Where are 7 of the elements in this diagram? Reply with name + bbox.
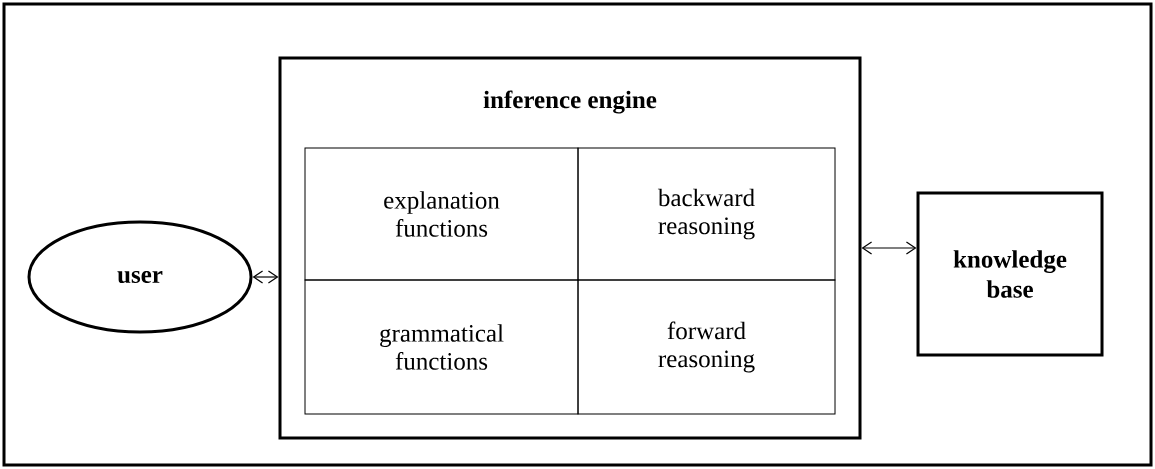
knowledge-box: knowledge base xyxy=(916,191,1104,357)
double-arrow xyxy=(861,241,917,255)
double-arrow xyxy=(252,270,279,284)
module-cell: grammatical functions xyxy=(304,279,579,415)
module-cell: backward reasoning xyxy=(577,147,836,281)
module-cell: explanation functions xyxy=(304,147,579,281)
module-cell: forward reasoning xyxy=(577,279,836,415)
